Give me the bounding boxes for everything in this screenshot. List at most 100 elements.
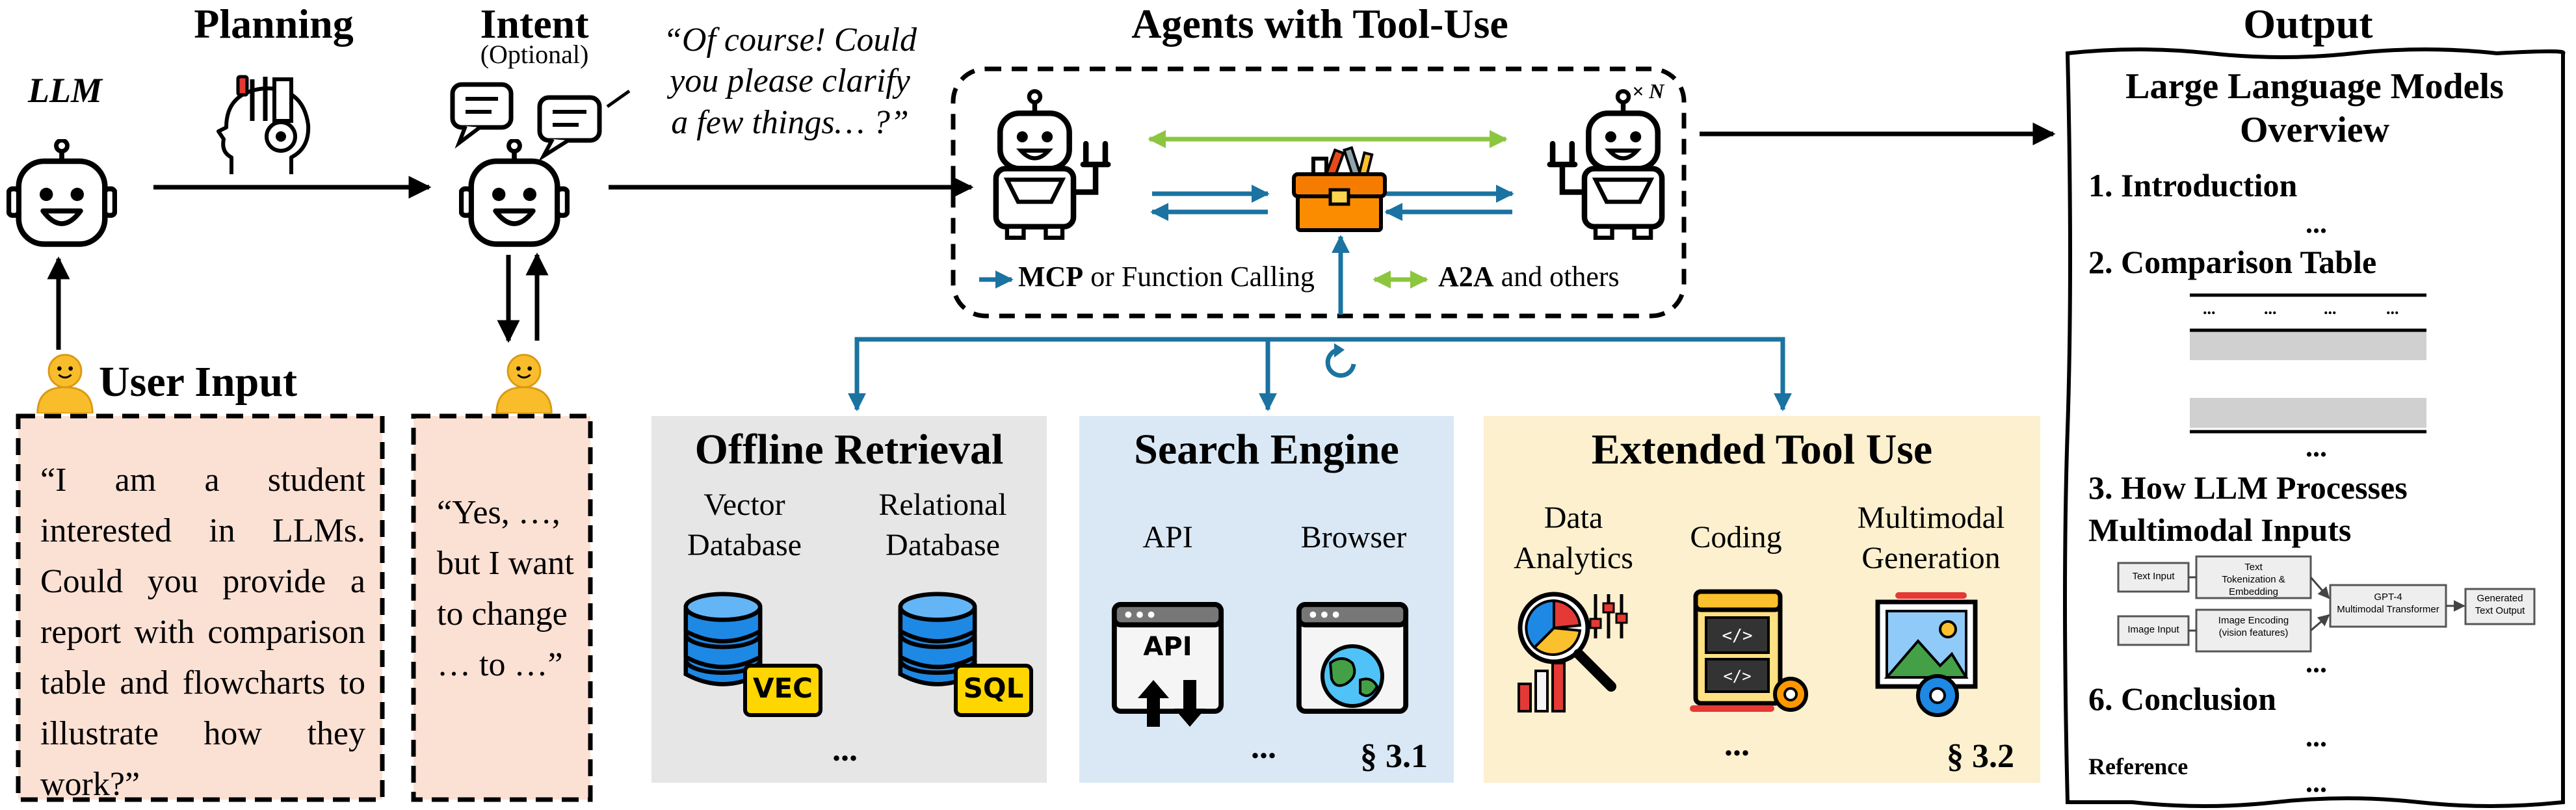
search-more: ... [1251,729,1276,766]
legend-mcp-bold: MCP [1018,261,1084,293]
report-ellipsis-5: ... [2306,766,2327,798]
chat-bubbles-icon [450,82,602,162]
header-intent: Intent [480,1,589,47]
user-input-quote: “I am a student interested in LLMs. Coul… [40,462,365,803]
legend-mcp-rest: or Function Calling [1083,261,1315,293]
vector-label-1: Vector [703,488,785,522]
agents-frame [951,66,1687,319]
extended-title: Extended Tool Use [1591,426,1933,473]
api-label: API [1142,520,1193,555]
legend-mcp: MCP or Function Calling [1018,260,1315,293]
flow-text-input: Text Input [2132,571,2175,582]
user-avatar-icon [36,354,94,413]
header-planning: Planning [194,1,354,47]
table-dots-1: ... [2203,299,2216,318]
flow-gpt4-2: Multimodal Transformer [2337,603,2439,615]
report-title: Large Language Models Overview [2074,65,2555,152]
flow-image-enc-2: (vision features) [2218,627,2289,638]
user-avatar-icon-2 [495,354,553,413]
relational-label-2: Database [886,528,1000,563]
data-label-2: Analytics [1514,541,1633,576]
user-reply-quote: “Yes, …, but I want to change … to …” [437,494,574,683]
mini-flowchart [2117,555,2536,653]
intent-robot-icon [461,140,567,244]
report-title-1: Large Language Models [2125,66,2504,107]
llm-label: LLM [28,71,102,110]
clarify-quote: “Of course! Could you please clarify a f… [644,20,936,143]
report-s3: 3. How LLM Processes Multimodal Inputs [2088,467,2408,551]
clarify-line-3: a few things… ?” [671,103,909,141]
agent-robot-left [996,91,1108,237]
multimodal-label-1: Multimodal [1857,501,2005,535]
clarify-line-2: you please clarify [670,62,910,100]
header-intent-note: (Optional) [480,40,589,69]
table-dots-4: ... [2386,299,2399,318]
clarify-line-1: “Of course! Could [663,21,917,59]
svg-text:</>: </> [1722,626,1753,646]
offline-title-wrap: Offline Retrieval [651,425,1047,475]
user-input-title: User Input [99,358,298,406]
coding-label: Coding [1690,520,1782,555]
report-reference: Reference [2088,753,2188,779]
globe-icon [1321,644,1384,708]
extended-title-wrap: Extended Tool Use [1484,425,2040,475]
flow-gpt4-1: GPT-4 [2374,592,2402,603]
flow-generated-2: Text Output [2475,605,2525,616]
report-s3-line-2: Multimodal Inputs [2088,512,2352,548]
header-agents: Agents with Tool-Use [1131,1,1508,47]
toolbox-icon [1292,146,1387,232]
search-title-wrap: Search Engine [1079,425,1454,475]
api-icon-text: API [1143,632,1192,662]
report-ellipsis-1: ... [2306,207,2327,239]
up-down-arrows-icon [1138,680,1205,727]
search-title: Search Engine [1134,426,1399,473]
header-output: Output [2243,1,2373,47]
section-3-1: § 3.1 [1360,738,1428,775]
flow-text-tok-1: Text [2244,562,2263,573]
relational-label-1: Relational [878,488,1007,522]
llm-robot-icon [8,140,114,244]
report-ellipsis-3: ... [2306,647,2327,679]
flow-text-tok-2: Tokenization & Embedding [2222,573,2285,597]
flow-image-enc-1: Image Encoding [2218,615,2289,626]
vec-tag-text: VEC [752,672,813,704]
agents-count: × N [1632,79,1664,103]
browser-label: Browser [1300,520,1407,555]
loop-arrow-icon [1325,347,1356,378]
legend-a2a-bold: A2A [1438,261,1494,293]
svg-text:</>: </> [1723,667,1751,685]
report-ellipsis-4: ... [2306,721,2327,753]
planning-head-icon [217,75,311,174]
vector-label-2: Database [687,528,802,563]
flow-image-input: Image Input [2127,624,2179,635]
multimodal-image-icon [1875,592,1978,717]
flow-image-enc: Image Encoding(vision features) [2196,615,2311,640]
report-ellipsis-2: ... [2306,431,2327,463]
report-s6: 6. Conclusion [2088,681,2276,717]
coding-icon: </> </> [1690,589,1808,712]
section-3-2: § 3.2 [1947,738,2014,775]
data-analytics-icon [1518,592,1628,712]
report-s3-line-1: 3. How LLM Processes [2088,469,2408,506]
table-dots-3: ... [2324,299,2337,318]
multimodal-label-2: Generation [1861,541,2001,576]
report-title-2: Overview [2239,110,2390,151]
data-label-1: Data [1544,501,1603,535]
search-panel [1079,416,1454,783]
report-s1: 1. Introduction [2088,167,2298,203]
agent-robot-right [1550,91,1662,237]
sql-tag [954,664,1033,717]
offline-more: ... [832,731,858,768]
report-s2: 2. Comparison Table [2088,244,2377,280]
offline-title: Offline Retrieval [694,426,1004,473]
legend-a2a-rest: and others [1493,261,1620,293]
extended-more: ... [1724,726,1750,763]
